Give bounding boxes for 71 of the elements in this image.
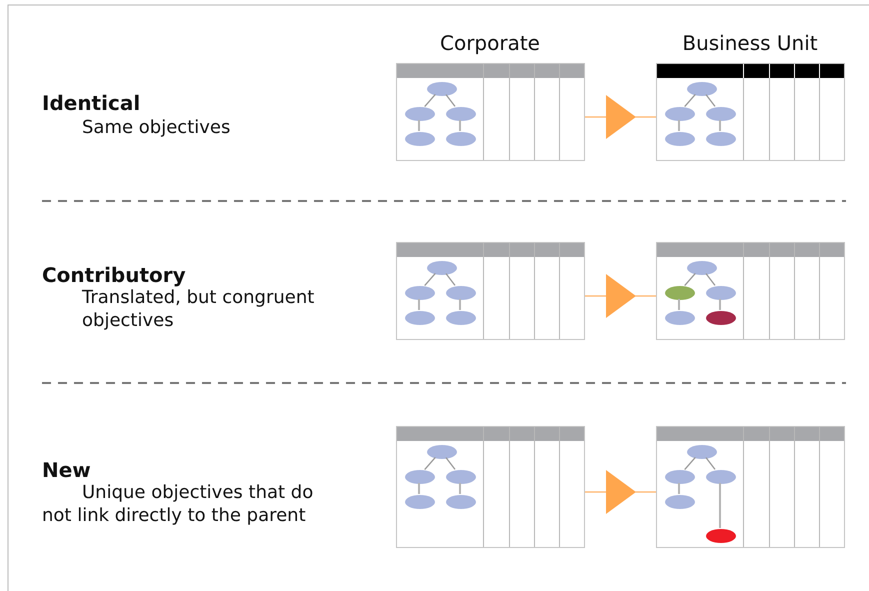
objective-ellipse	[665, 495, 695, 509]
objective-ellipse	[446, 311, 476, 325]
objective-ellipse	[665, 470, 695, 484]
row-description: Unique objectives that do not link directly to the parent	[42, 481, 314, 528]
arrow	[584, 470, 656, 514]
tree-line	[446, 457, 456, 470]
arrow	[584, 95, 656, 139]
tree-line	[684, 273, 696, 286]
objective-ellipse	[405, 311, 435, 325]
column-heading: Corporate	[439, 30, 541, 56]
tree-line	[418, 483, 420, 494]
tree-line	[424, 94, 436, 107]
tree-line	[678, 120, 680, 131]
objective-ellipse	[706, 470, 736, 484]
tree-line	[424, 457, 436, 470]
objective-ellipse	[706, 286, 736, 300]
objective-ellipse	[665, 286, 695, 300]
org-table	[396, 63, 585, 161]
objective-ellipse	[665, 311, 695, 325]
tree-line	[424, 273, 436, 286]
objective-ellipse	[665, 132, 695, 146]
row-description: Same objectives	[82, 116, 232, 140]
column-heading: Business Unit	[681, 30, 819, 56]
row-description: Translated, but congruent objectives	[82, 286, 316, 333]
objective-ellipse	[687, 445, 717, 459]
org-table	[656, 426, 845, 548]
objective-ellipse	[665, 107, 695, 121]
tree-line	[459, 483, 461, 494]
tree-line	[678, 483, 680, 494]
objective-ellipse	[446, 286, 476, 300]
objective-ellipse	[706, 529, 736, 543]
tree-line	[446, 94, 456, 107]
tree-line	[719, 483, 721, 528]
tree-line	[418, 120, 420, 131]
objective-ellipse	[427, 82, 457, 96]
tree-line	[459, 120, 461, 131]
tree-line	[706, 94, 716, 107]
org-table	[396, 426, 585, 548]
objective-ellipse	[405, 286, 435, 300]
objective-ellipse	[405, 107, 435, 121]
org-table	[656, 63, 845, 161]
objective-ellipse	[706, 107, 736, 121]
objective-ellipse	[706, 311, 736, 325]
tree-line	[418, 299, 420, 310]
objective-ellipse	[427, 445, 457, 459]
row-heading: Identical	[42, 90, 142, 116]
tree-line	[459, 299, 461, 310]
tree-line	[706, 457, 716, 470]
objective-ellipse	[446, 132, 476, 146]
tree-line	[446, 273, 456, 286]
arrow	[584, 274, 656, 318]
tree-line	[719, 299, 721, 310]
org-table	[656, 242, 845, 340]
objective-ellipse	[446, 495, 476, 509]
objective-ellipse	[405, 132, 435, 146]
objective-ellipse	[687, 82, 717, 96]
objective-ellipse	[446, 107, 476, 121]
row-heading: Contributory	[42, 262, 187, 288]
tree-line	[684, 94, 696, 107]
objective-ellipse	[687, 261, 717, 275]
tree-line	[719, 120, 721, 131]
objective-ellipse	[405, 495, 435, 509]
tree-line	[684, 457, 696, 470]
tree-line	[706, 273, 716, 286]
objective-ellipse	[405, 470, 435, 484]
objective-ellipse	[706, 132, 736, 146]
org-table	[396, 242, 585, 340]
objective-ellipse	[427, 261, 457, 275]
objective-ellipse	[446, 470, 476, 484]
tree-line	[678, 299, 680, 310]
row-heading: New	[42, 457, 92, 483]
